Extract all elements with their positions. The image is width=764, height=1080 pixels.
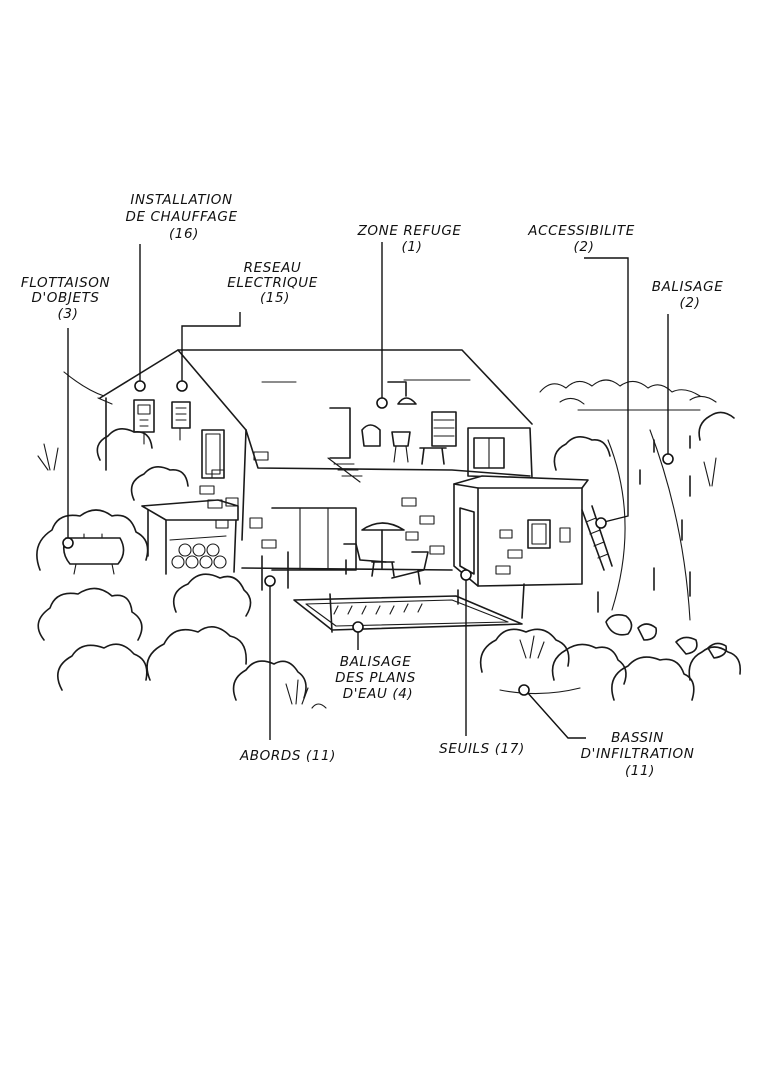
annex-building — [453, 475, 613, 619]
path-markers — [597, 429, 691, 621]
marker-installation-chauffage[interactable] — [134, 380, 146, 392]
patio — [343, 522, 429, 585]
marker-balisage[interactable] — [662, 453, 674, 465]
carport-woodpile — [141, 499, 239, 575]
callout-labels: INSTALLATION DE CHAUFFAGE (16) RESEAU EL… — [21, 192, 729, 779]
label-seuils: SEUILS (17) — [439, 741, 525, 757]
callout-leaders — [62, 242, 674, 740]
label-zone-refuge: ZONE REFUGE (1) — [357, 223, 467, 255]
marker-flottaison-objets[interactable] — [62, 537, 74, 549]
marker-bassin-infiltration[interactable] — [518, 684, 530, 696]
marker-balisage-plans-eau[interactable] — [352, 621, 364, 633]
vegetation — [36, 411, 742, 709]
marker-abords[interactable] — [264, 575, 276, 587]
marker-seuils[interactable] — [460, 569, 472, 581]
label-balisage: BALISAGE (2) — [652, 279, 729, 311]
label-installation-chauffage: INSTALLATION DE CHAUFFAGE (16) — [126, 192, 243, 242]
rocks — [605, 614, 728, 659]
house-illustration — [36, 349, 742, 709]
background-hedge — [539, 379, 717, 411]
label-balisage-plans-eau: BALISAGE DES PLANS D'EAU (4) — [335, 654, 421, 702]
label-reseau-electrique: RESEAU ELECTRIQUE (15) — [227, 260, 323, 306]
label-abords: ABORDS (11) — [239, 748, 336, 764]
label-accessibilite: ACCESSIBILITE (2) — [527, 223, 639, 255]
label-flottaison-objets: FLOTTAISON D'OBJETS (3) — [21, 275, 115, 322]
marker-reseau-electrique[interactable] — [176, 380, 188, 392]
label-bassin-infiltration: BASSIN D'INFILTRATION (11) — [581, 730, 700, 779]
pool — [293, 589, 523, 633]
marker-zone-refuge[interactable] — [376, 397, 388, 409]
gas-tank — [62, 533, 125, 575]
marker-accessibilite[interactable] — [595, 517, 607, 529]
